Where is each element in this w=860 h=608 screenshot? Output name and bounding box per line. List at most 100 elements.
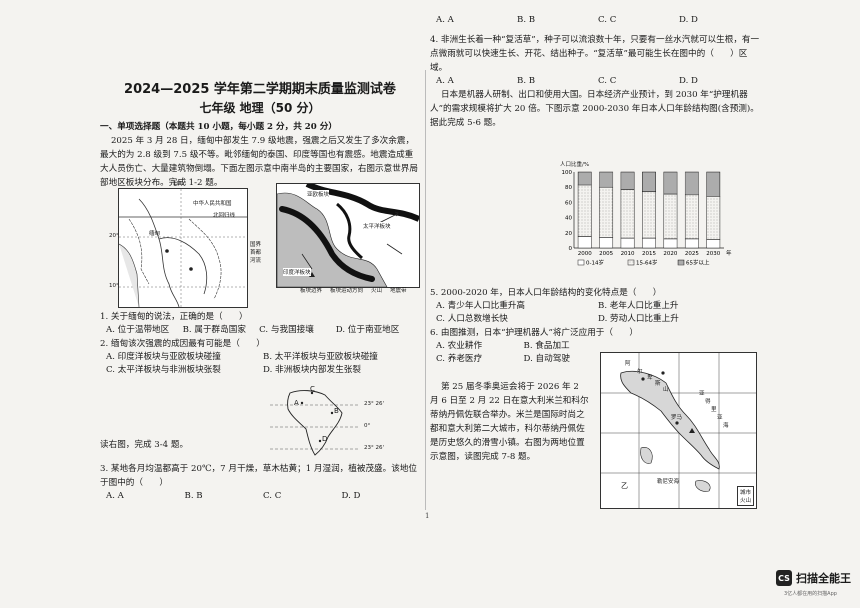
africa-point-b: B: [334, 407, 339, 415]
italy-map: 阿 尔 卑 斯 山 亚 得 里 亚 海 罗马 勒尼安海 乙 城市 火山: [600, 352, 757, 509]
japan-intro: 日本是机器人研制、出口和使用大国。日本经济产业预计，到 2030 年“护理机器人…: [430, 90, 759, 128]
q4-option-a[interactable]: A. A: [436, 76, 454, 86]
q1-options: A. 位于温带地区 B. 属于群岛国家 C. 与我国接壤 D. 位于南亚地区: [100, 324, 420, 337]
q5-option-b[interactable]: B. 老年人口比重上升: [598, 301, 679, 311]
legend-label: 65岁以上: [686, 259, 710, 267]
q4-option-d[interactable]: D. D: [679, 76, 698, 86]
q3-option-a[interactable]: A. A: [106, 491, 124, 501]
legend-volcano-italy: 火山: [739, 498, 751, 504]
q4-option-b[interactable]: B. B: [517, 76, 536, 86]
bar-segment: [642, 171, 656, 193]
q6-option-b[interactable]: B. 食品加工: [523, 341, 570, 351]
italy-label-tyrrhenian: 勒尼安海: [657, 479, 680, 485]
bar-segment: [706, 196, 721, 240]
q3r-option-a[interactable]: A. A: [436, 15, 454, 25]
italy-label-shan: 山: [663, 387, 669, 393]
q3-stem: 3. 某地各月均温都高于 20℃，7 月干燥，草木枯黄；1 月湿润，植被茂盛。该…: [100, 464, 418, 488]
lat-20-label: 20°: [109, 233, 119, 239]
q3-stem-block: 3. 某地各月均温都高于 20℃，7 月干燥，草木枯黄；1 月湿润，植被茂盛。该…: [100, 462, 420, 503]
scanner-logo-icon: CS: [776, 570, 792, 586]
q1-option-b[interactable]: B. 属于群岛国家: [182, 325, 246, 335]
africa-lat-south-label: 23° 26': [364, 445, 385, 451]
bar-segment: [577, 236, 592, 249]
italy-label-yi: 乙: [621, 482, 628, 490]
q5-option-a[interactable]: A. 青少年人口比重升高: [436, 301, 526, 311]
plates-map: 亚欧板块 太平洋板块 印度洋板块: [276, 181, 421, 288]
legend-label: 15-64岁: [636, 259, 657, 267]
indian-plate-label: 印度洋板块: [283, 268, 311, 276]
tropic-of-cancer-label: 北回归线: [213, 213, 236, 219]
x-tick-label: 2030: [706, 251, 720, 257]
q2-option-a[interactable]: A. 印度洋板块与亚欧板块碰撞: [106, 352, 221, 362]
right-column-top: A. A B. B C. C D. D 4. 非洲生长着一种“复活草”，种子可以…: [430, 14, 760, 130]
q2-option-b[interactable]: B. 太平洋板块与亚欧板块碰撞: [263, 352, 378, 362]
q6-option-d[interactable]: D. 自动驾驶: [523, 354, 570, 364]
italy-label-er: 尔: [637, 369, 643, 375]
bar-segment: [684, 171, 699, 196]
section1-intro: 2025 年 3 月 28 日，缅甸中部发生 7.9 级地震，强震之后又发生了多…: [100, 136, 418, 188]
q1-stem: 1. 关于缅甸的说法，正确的是（ ）: [100, 312, 248, 322]
page-number: 1: [425, 512, 430, 520]
africa-map: C A B D 23° 26' 0° 23° 26': [270, 385, 420, 457]
plates-legend: 板块边界 板块运动方向 火山 地震带: [300, 286, 418, 294]
legend-volcano: 火山: [371, 288, 383, 294]
q4-option-c[interactable]: C. C: [598, 76, 617, 86]
q5-q6-block: 5. 2000-2020 年，日本人口年龄结构的变化特点是（ ） A. 青少年人…: [430, 286, 760, 366]
q3-option-d[interactable]: D. D: [341, 491, 361, 501]
italy-label-rome: 罗马: [671, 415, 683, 421]
bar-segment: [642, 237, 656, 249]
scanner-watermark: CS 扫描全能王: [776, 570, 851, 586]
y-tick-label: 80: [565, 185, 572, 191]
left-column: 2024—2025 学年第二学期期末质量监测试卷 七年级 地理（50 分） 一、…: [100, 60, 420, 190]
q5-option-c[interactable]: C. 人口总数增长快: [436, 314, 508, 324]
q6-stem: 6. 由图推测，日本“护理机器人”将广泛应用于（ ）: [430, 328, 638, 338]
africa-equator-label: 0°: [364, 423, 371, 429]
bar-segment: [706, 239, 721, 249]
q6-option-c[interactable]: C. 养老医疗: [436, 354, 483, 364]
q3r-option-c[interactable]: C. C: [598, 15, 617, 25]
q3r-option-d[interactable]: D. D: [679, 15, 698, 25]
q3-options: A. A B. B C. C D. D: [100, 490, 420, 503]
read-figure-instruction: 读右图，完成 3-4 题。: [100, 440, 189, 450]
q2-option-d[interactable]: D. 非洲板块内部发生张裂: [263, 365, 361, 375]
legend-seismic-belt: 地震带: [390, 288, 407, 294]
bar-segment: [706, 171, 721, 197]
y-tick-label: 60: [565, 200, 572, 206]
q3r-option-b[interactable]: B. B: [517, 15, 536, 25]
italy-label-si: 斯: [655, 381, 661, 387]
q3-option-c[interactable]: C. C: [263, 491, 282, 501]
q6-option-a[interactable]: A. 农业耕作: [436, 341, 483, 351]
africa-point-d: D: [322, 435, 328, 443]
italy-label-ya: 亚: [699, 391, 705, 397]
bar-segment: [663, 171, 678, 195]
italy-label-de: 得: [705, 399, 711, 405]
plates-map-svg: [276, 181, 421, 288]
eurasian-plate-label: 亚欧板块: [307, 190, 330, 198]
y-tick-label: 20: [565, 231, 572, 237]
q3-block: 读右图，完成 3-4 题。: [100, 438, 270, 452]
q1-option-c[interactable]: C. 与我国接壤: [259, 325, 314, 335]
x-tick-label: 2015: [642, 251, 656, 257]
italy-label-ya2: 亚: [717, 415, 723, 421]
italy-label-bei: 卑: [647, 375, 653, 381]
q2-stem: 2. 缅甸该次强震的成因最有可能是（ ）: [100, 339, 265, 349]
x-tick-label: 2005: [599, 251, 613, 257]
legend-capital: 首都: [250, 250, 262, 256]
q5-options: A. 青少年人口比重升高 B. 老年人口比重上升 C. 人口总数增长快 D. 劳…: [430, 300, 760, 326]
q3-option-b[interactable]: B. B: [184, 491, 203, 501]
bar-segment: [599, 237, 614, 249]
q2-options: A. 印度洋板块与亚欧板块碰撞 B. 太平洋板块与亚欧板块碰撞 C. 太平洋板块…: [100, 351, 420, 377]
legend-swatch: [577, 259, 585, 266]
x-tick-label: 2025: [685, 251, 699, 257]
bar-segment: [599, 171, 614, 188]
africa-point-c: C: [310, 385, 315, 393]
q1-option-d[interactable]: D. 位于南亚地区: [335, 325, 400, 335]
q5-option-d[interactable]: D. 劳动人口比重上升: [598, 314, 679, 324]
q2-option-c[interactable]: C. 太平洋板块与非洲板块张裂: [106, 365, 221, 375]
q1-q2-block: 1. 关于缅甸的说法，正确的是（ ） A. 位于温带地区 B. 属于群岛国家 C…: [100, 310, 420, 377]
bar-segment: [684, 238, 699, 249]
indochina-map: 100° 中华人民共和国 北回归线 20° 10° 缅甸: [109, 181, 248, 308]
q4-options: A. A B. B C. C D. D: [430, 75, 760, 88]
bar-segment: [642, 191, 656, 239]
q1-option-a[interactable]: A. 位于温带地区: [106, 325, 170, 335]
